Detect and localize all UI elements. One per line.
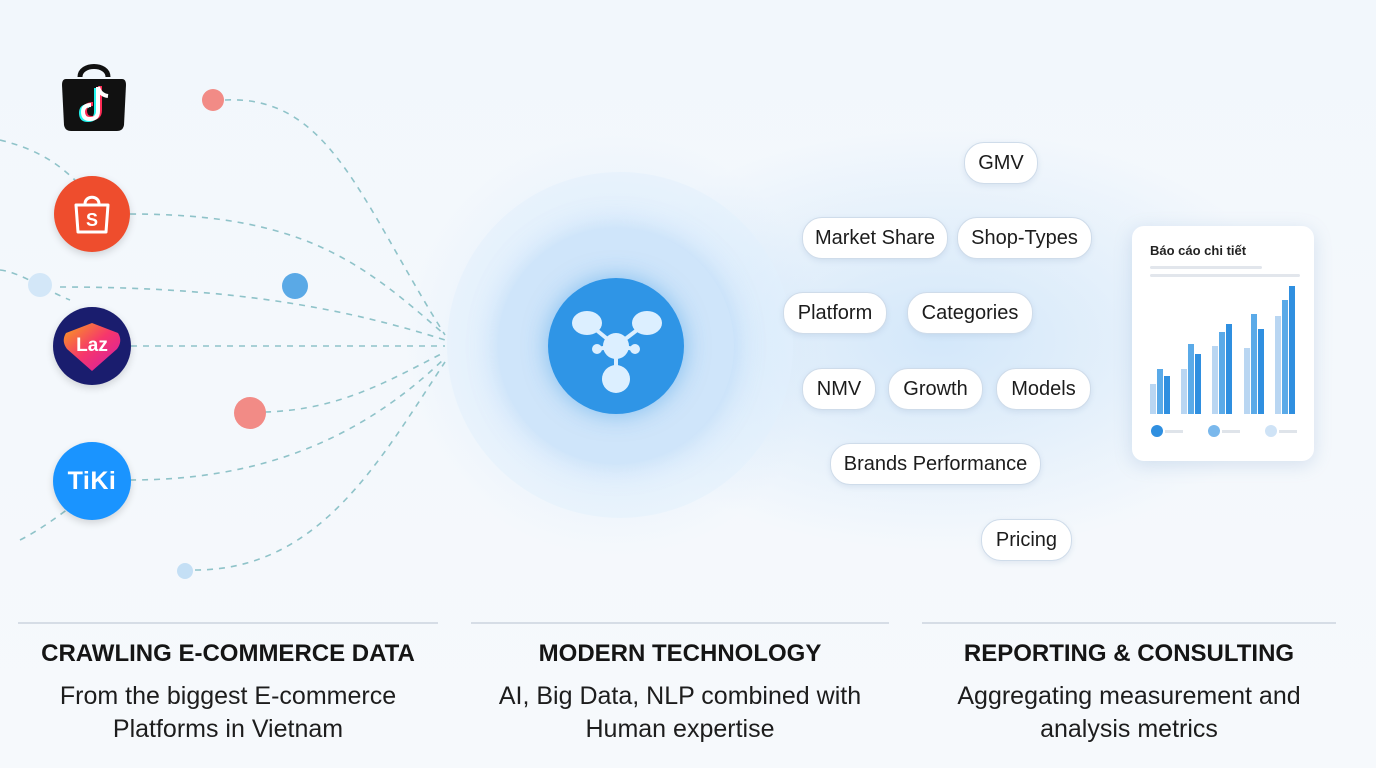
tiktok-shop-bag-icon xyxy=(58,55,130,133)
desc-line: analysis metrics xyxy=(1040,715,1218,743)
report-card: Báo cáo chi tiết xyxy=(1132,226,1314,461)
section-divider xyxy=(471,622,889,624)
metric-growth: Growth xyxy=(888,368,983,410)
data-dot-lightblue xyxy=(28,273,52,297)
data-dot-red xyxy=(234,397,266,429)
data-dot-lightblue xyxy=(177,563,193,579)
metric-brands-performance: Brands Performance xyxy=(830,443,1041,485)
report-title: Báo cáo chi tiết xyxy=(1150,243,1247,258)
data-dot-red xyxy=(202,89,224,111)
section-divider xyxy=(922,622,1336,624)
lazada-heart-icon: Laz xyxy=(53,307,131,385)
metric-gmv: GMV xyxy=(964,142,1038,184)
section-desc-reporting: Aggregating measurement and analysis met… xyxy=(922,680,1336,746)
section-divider xyxy=(18,622,438,624)
metric-categories: Categories xyxy=(907,292,1033,334)
data-dot-blue xyxy=(282,273,308,299)
desc-line: Human expertise xyxy=(585,715,775,743)
section-desc-crawling: From the biggest E-commerce Platforms in… xyxy=(18,680,438,746)
report-placeholder-line xyxy=(1150,266,1262,269)
section-title-crawling: CRAWLING E-COMMERCE DATA xyxy=(41,640,415,667)
metric-models: Models xyxy=(996,368,1091,410)
desc-line: AI, Big Data, NLP combined with xyxy=(498,682,862,710)
network-nodes-icon xyxy=(548,278,684,414)
tiki-label: TiKi xyxy=(67,466,117,495)
section-title-reporting: REPORTING & CONSULTING xyxy=(963,640,1295,667)
desc-line: From the biggest E-commerce xyxy=(59,682,397,710)
desc-line: Aggregating measurement and xyxy=(957,682,1301,710)
section-desc-technology: AI, Big Data, NLP combined with Human ex… xyxy=(471,680,889,746)
lazada-label: Laz xyxy=(76,335,108,356)
shopee-bag-icon: S xyxy=(54,176,130,252)
report-placeholder-line xyxy=(1150,274,1300,277)
metric-nmv: NMV xyxy=(802,368,876,410)
tiki-logo-icon: TiKi xyxy=(53,442,131,520)
metric-shop-types: Shop-Types xyxy=(957,217,1092,259)
bar-chart-report-icon xyxy=(1150,286,1297,437)
metric-pricing: Pricing xyxy=(981,519,1072,561)
desc-line: Platforms in Vietnam xyxy=(112,715,344,743)
metric-market-share: Market Share xyxy=(802,217,948,259)
svg-text:S: S xyxy=(86,210,98,230)
section-title-technology: MODERN TECHNOLOGY xyxy=(538,640,822,667)
metric-platform: Platform xyxy=(783,292,887,334)
